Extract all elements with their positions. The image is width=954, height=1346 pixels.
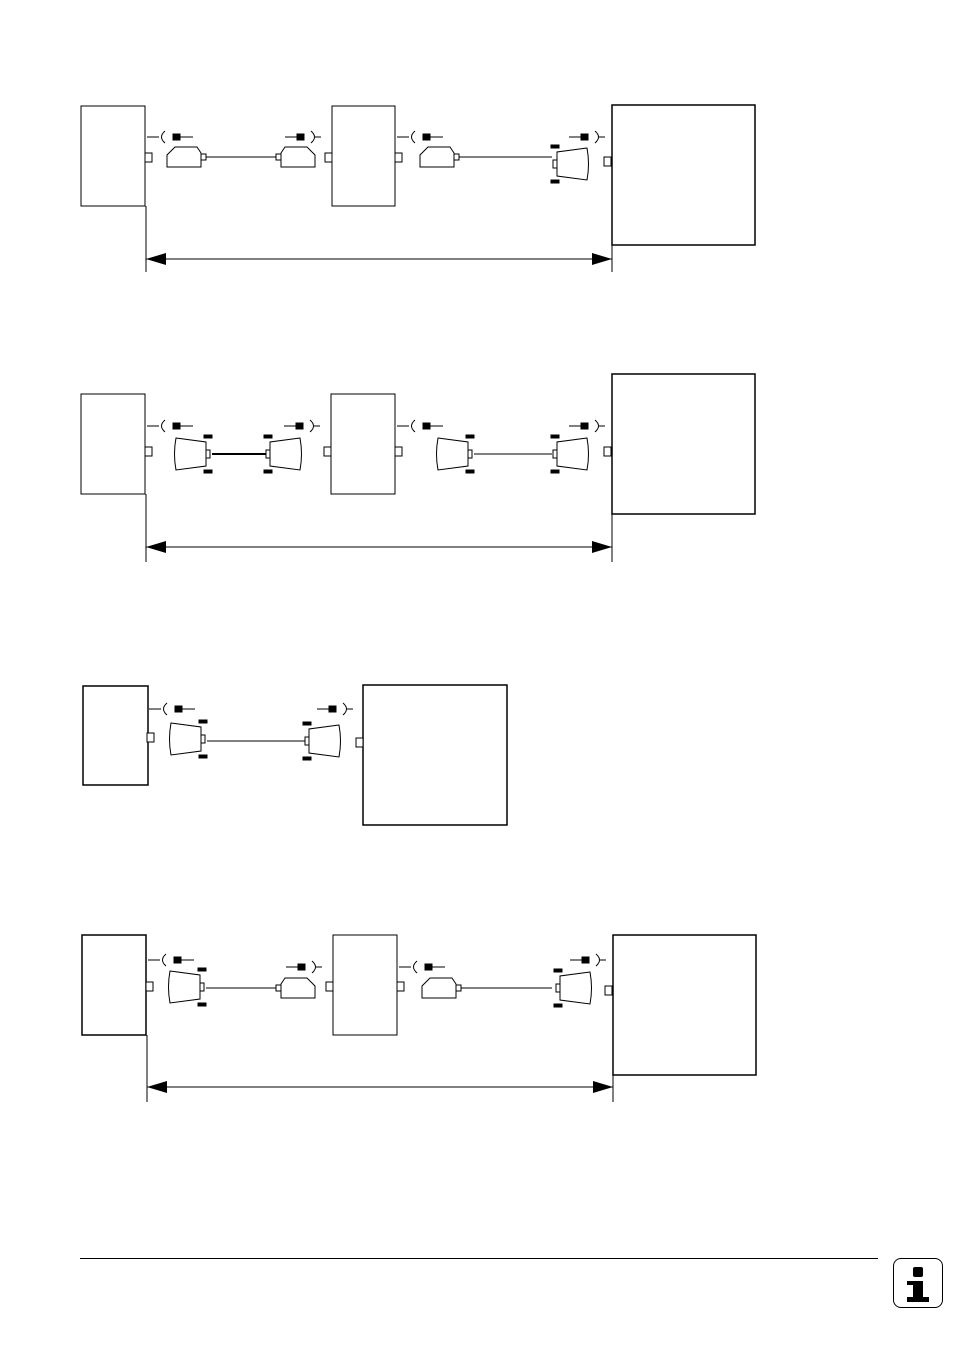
socket-icon <box>147 419 193 433</box>
socket-icon <box>399 960 445 974</box>
socket-icon <box>569 419 605 433</box>
sub-d-connector-icon <box>169 719 208 759</box>
device-box-right <box>611 373 756 515</box>
info-icon[interactable] <box>893 1258 943 1308</box>
port-square <box>603 156 612 167</box>
device-box-left <box>81 934 147 1036</box>
port-square <box>324 152 333 163</box>
socket-icon <box>317 702 353 716</box>
sub-d-connector-icon <box>174 434 213 474</box>
device-box-right <box>362 684 508 826</box>
device-box-right <box>612 934 757 1076</box>
sub-d-connector-icon <box>168 967 207 1007</box>
connector-plug-icon <box>166 146 207 168</box>
device-box-left <box>80 105 146 207</box>
sub-d-connector-icon <box>436 434 475 474</box>
port-square <box>603 446 612 457</box>
port-square <box>144 152 153 163</box>
port-square <box>396 981 405 992</box>
port-square <box>145 981 154 992</box>
connector-plug-icon <box>275 977 316 999</box>
port-square <box>323 446 332 457</box>
port-square <box>394 446 403 457</box>
device-box-middle <box>331 105 396 207</box>
footer-rule <box>80 1258 878 1259</box>
port-square <box>325 981 334 992</box>
connector-plug-icon <box>275 146 316 168</box>
socket-icon <box>148 953 194 967</box>
sub-d-connector-icon <box>302 721 341 761</box>
connector-plug-icon <box>419 146 460 168</box>
sub-d-connector-icon <box>550 434 589 474</box>
sub-d-connector-icon <box>550 144 589 184</box>
sub-d-connector-icon <box>263 434 302 474</box>
sub-d-connector-icon <box>553 968 592 1008</box>
port-square <box>355 737 364 748</box>
device-box-left <box>82 685 149 786</box>
device-box-left <box>80 393 146 495</box>
device-box-right <box>611 104 756 246</box>
socket-icon <box>397 419 443 433</box>
socket-icon <box>147 130 193 144</box>
port-square <box>394 152 403 163</box>
port-square <box>146 732 155 743</box>
info-icon-cap <box>907 1281 915 1285</box>
info-icon-dot <box>913 1267 923 1277</box>
socket-icon <box>149 702 195 716</box>
socket-icon <box>284 419 320 433</box>
device-box-middle <box>330 393 396 495</box>
socket-icon <box>569 130 605 144</box>
socket-icon <box>286 960 322 974</box>
port-square <box>144 446 153 457</box>
port-square <box>604 985 613 996</box>
socket-icon <box>570 953 606 967</box>
connector-plug-icon <box>421 977 462 999</box>
socket-icon <box>397 130 443 144</box>
device-box-middle <box>332 934 398 1036</box>
socket-icon <box>285 130 321 144</box>
info-icon-stem <box>913 1281 923 1299</box>
info-icon-foot <box>907 1297 929 1302</box>
